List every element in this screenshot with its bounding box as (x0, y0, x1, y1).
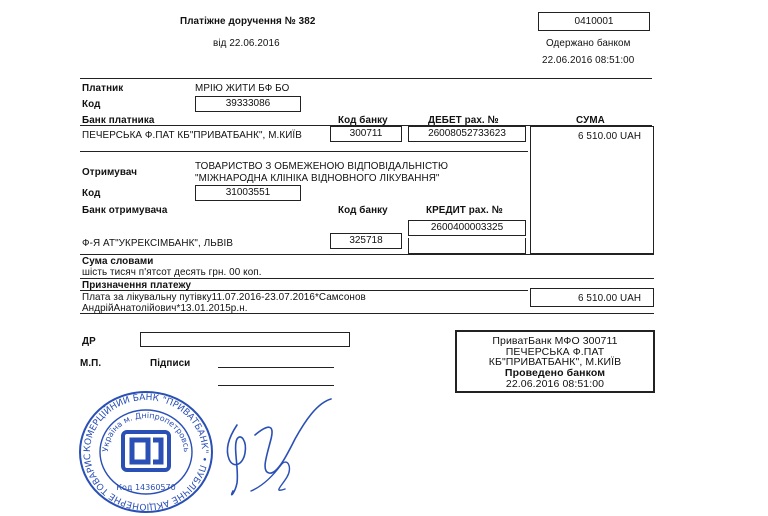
seal-code-text: Код 14360570 (116, 483, 175, 492)
recipient-bank-label: Банк отримувача (82, 204, 168, 216)
recipient-bank-code-label: Код банку (338, 204, 388, 216)
recipient-code-box: 31003551 (195, 185, 301, 201)
payer-bank-code-label: Код банку (338, 114, 388, 126)
top-divider (80, 78, 652, 79)
dr-label: ДР (82, 335, 96, 347)
signature-line-1 (218, 367, 334, 368)
mp-label: М.П. (80, 357, 102, 369)
recipient-bank-name: Ф-Я АТ"УКРЕКСІМБАНК", ЛЬВІВ (82, 237, 234, 249)
purpose-inner-divider (80, 290, 528, 291)
recipient-bank-code-box: 325718 (330, 233, 402, 249)
sum-box: 6 510.00 UAH (530, 126, 654, 254)
recipient-bank-code: 325718 (349, 235, 383, 246)
payer-bank-code-box: 300711 (330, 126, 402, 142)
doc-code-box: 0410001 (538, 12, 650, 31)
debit-account: 26008052733623 (428, 128, 506, 139)
recipient-code: 31003551 (225, 187, 271, 198)
payer-bank-code: 300711 (349, 128, 383, 139)
received-label: Одержано банком (546, 37, 631, 49)
purpose-line1: Плата за лікувальну путівку11.07.2016-23… (82, 291, 366, 303)
seal-outer-ring (79, 391, 213, 513)
bank-seal: КОМЕРЦІЙНИЙ БАНК "ПРИВАТБАНК" • ПУБЛІЧНЕ… (66, 390, 213, 513)
debit-label: ДЕБЕТ рах. № (428, 114, 499, 126)
purpose-top-divider (80, 278, 654, 279)
recipient-code-label: Код (82, 187, 101, 199)
payer-code-label: Код (82, 98, 101, 110)
payer-name: МРІЮ ЖИТИ БФ БО (195, 82, 290, 94)
bank-stamp: ПриватБанк МФО 300711 ПЕЧЕРСЬКА Ф.ПАТ КБ… (455, 330, 655, 393)
doc-code: 0410001 (574, 16, 614, 27)
purpose-label: Призначення платежу (82, 279, 192, 291)
recipient-name-line1: ТОВАРИСТВО З ОБМЕЖЕНОЮ ВІДПОВІДАЛЬНІСТЮ (195, 160, 449, 172)
signature-stroke-2 (254, 398, 332, 474)
purpose-sum-box: 6 510.00 UAH (530, 288, 654, 307)
recipient-name-line2: "МІЖНАРОДНА КЛІНІКА ВІДНОВНОГО ЛІКУВАННЯ… (195, 172, 440, 184)
signature-line-2 (218, 385, 334, 386)
document-title: Платіжне доручення № 382 (180, 15, 316, 27)
dr-field (140, 332, 350, 347)
privatbank-logo-icon (121, 430, 171, 472)
payer-bank-label: Банк платника (82, 114, 155, 126)
signature-stroke-1 (226, 424, 247, 496)
payer-code-box: 39333086 (195, 96, 301, 112)
sum-label: СУМА (576, 114, 605, 126)
credit-account-box: 2600400003325 (408, 220, 526, 236)
bank-stamp-line2: ПЕЧЕРСЬКА Ф.ПАТ (505, 346, 605, 358)
payer-code: 39333086 (225, 98, 271, 109)
payer-label: Платник (82, 82, 124, 94)
debit-account-box: 26008052733623 (408, 126, 526, 142)
bank-stamp-line3: КБ"ПРИВАТБАНК", М.КИЇВ (488, 356, 622, 368)
amount-words-text: шість тисяч п'ятсот десять грн. 00 коп. (82, 266, 262, 278)
payer-bank-divider (80, 125, 652, 126)
credit-account: 2600400003325 (430, 222, 504, 233)
purpose-sum: 6 510.00 UAH (577, 292, 641, 304)
bank-stamp-line5: 22.06.2016 08:51:00 (505, 378, 605, 390)
purpose-bottom-divider (80, 313, 654, 314)
purpose-line2: АндрійАнатолійович*13.01.2015р.н. (82, 302, 248, 314)
handwritten-signature (226, 398, 332, 496)
signature-stroke-3 (250, 461, 291, 492)
document-date: від 22.06.2016 (213, 37, 280, 49)
payer-section-divider (80, 151, 528, 152)
amount-words-divider (80, 254, 654, 255)
amount-words-label: Сума словами (82, 255, 154, 267)
credit-label: КРЕДИТ рах. № (426, 204, 503, 216)
bank-stamp-line4: Проведено банком (504, 367, 606, 379)
credit-lower-box (408, 238, 526, 254)
sum-value: 6 510.00 UAH (577, 130, 641, 142)
seal-inner-ring (99, 409, 193, 495)
recipient-label: Отримувач (82, 166, 138, 178)
payer-bank-name: ПЕЧЕРСЬКА Ф.ПАТ КБ"ПРИВАТБАНК", М.КИЇВ (82, 129, 302, 141)
received-date: 22.06.2016 08:51:00 (542, 54, 635, 66)
bank-stamp-line1: ПриватБанк МФО 300711 (492, 335, 618, 347)
signatures-label: Підписи (150, 357, 191, 369)
